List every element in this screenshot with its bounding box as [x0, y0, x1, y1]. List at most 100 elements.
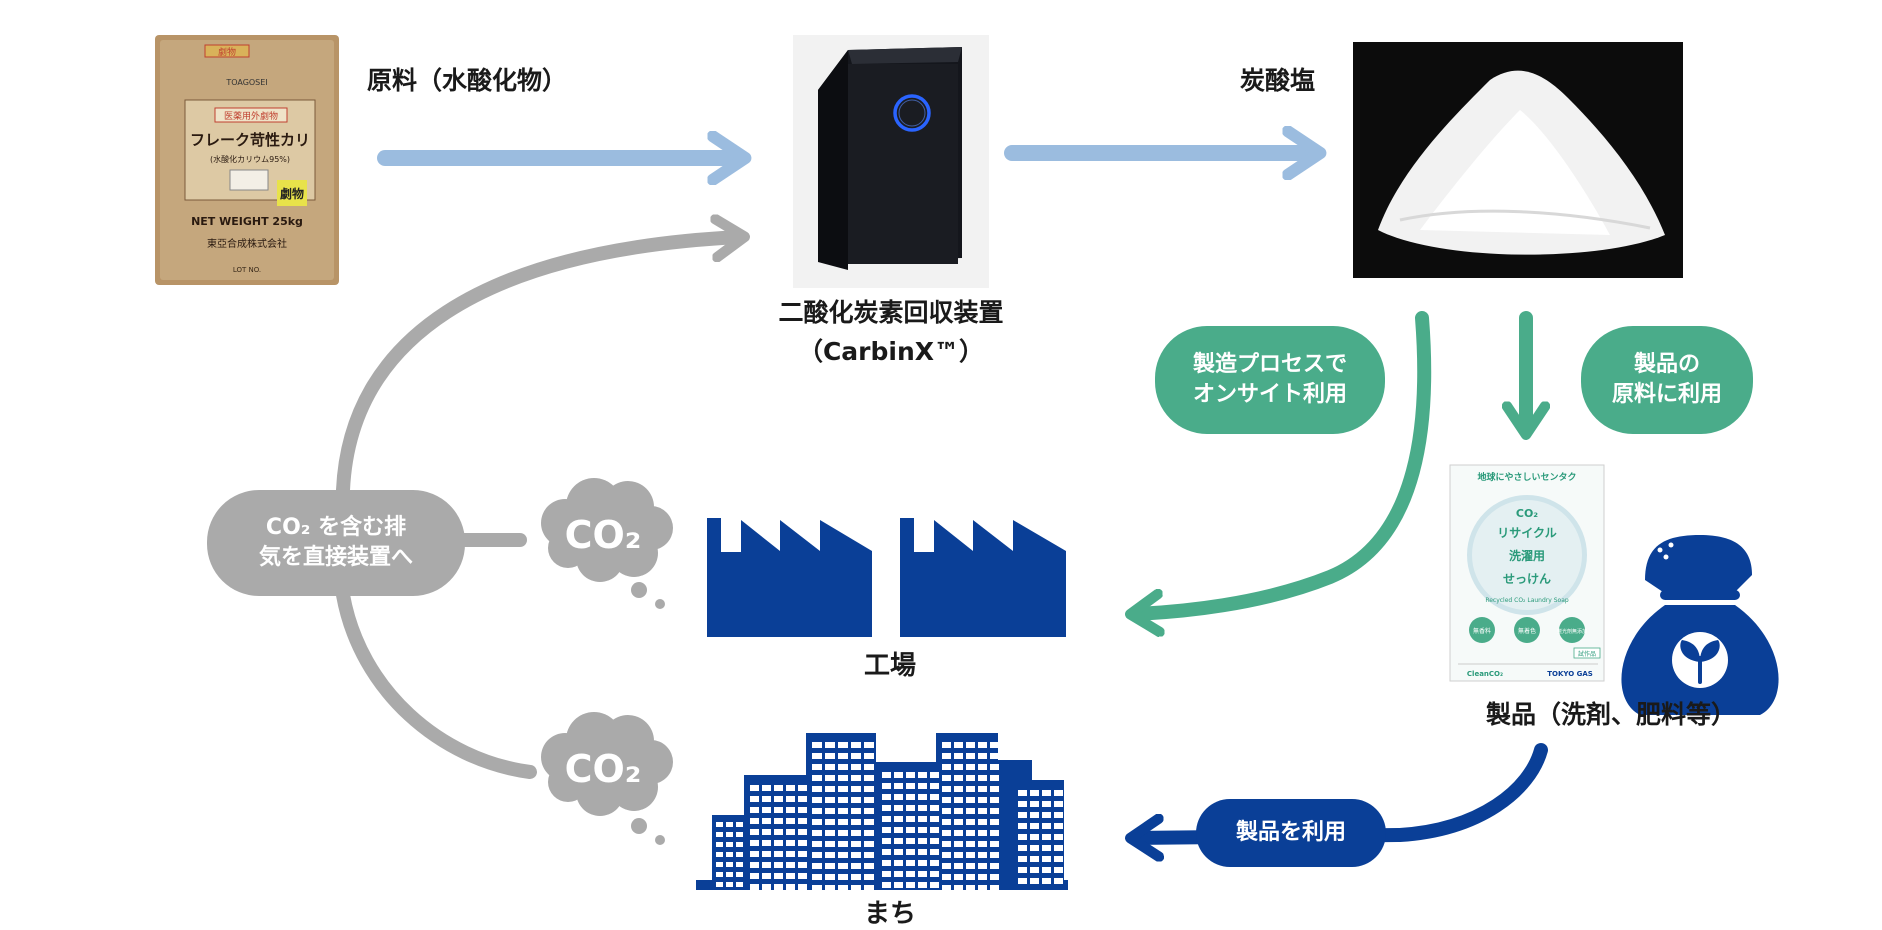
building-window: [851, 742, 861, 748]
building-window: [716, 892, 723, 897]
building-window: [750, 829, 759, 835]
building-window: [966, 830, 975, 836]
building-window: [825, 775, 835, 781]
building-window: [750, 818, 759, 824]
factory-icon: [707, 518, 1066, 637]
building-window: [1018, 834, 1027, 840]
building-window: [838, 819, 848, 825]
building-window: [838, 841, 848, 847]
building-window: [838, 742, 848, 748]
building-window: [930, 794, 939, 800]
building-window: [736, 862, 743, 867]
arrow-product-to-town: [1135, 743, 1548, 838]
building-window: [838, 852, 848, 858]
building-window: [774, 840, 783, 846]
building-window: [812, 742, 822, 748]
building-window: [906, 882, 915, 888]
building-window: [942, 874, 951, 880]
building-window: [954, 797, 963, 803]
building-window: [786, 884, 795, 890]
building-window: [930, 827, 939, 833]
building-window: [1030, 856, 1039, 862]
building-window: [774, 873, 783, 879]
building-window: [798, 829, 807, 835]
building-window: [882, 783, 891, 789]
building-window: [966, 797, 975, 803]
arrow-onsite-use: [1135, 311, 1432, 614]
building-window: [798, 851, 807, 857]
building-window: [838, 786, 848, 792]
bag-product: フレーク苛性カリ: [190, 131, 310, 149]
building-window: [942, 786, 951, 792]
building-window: [1030, 878, 1039, 884]
bag-maker: 東亞合成株式会社: [207, 237, 287, 250]
building-window: [930, 849, 939, 855]
building-window: [882, 805, 891, 811]
building-window: [825, 797, 835, 803]
building-window: [930, 772, 939, 778]
building-window: [851, 808, 861, 814]
building-window: [716, 862, 723, 867]
building-window: [812, 874, 822, 880]
building-window: [1030, 823, 1039, 829]
building-window: [838, 808, 848, 814]
building-window: [906, 860, 915, 866]
building-window: [882, 816, 891, 822]
building-window: [918, 783, 927, 789]
building-window: [750, 796, 759, 802]
building-window: [825, 764, 835, 770]
building-window: [864, 830, 874, 836]
building-window: [966, 885, 975, 891]
building-window: [838, 874, 848, 880]
device-name-label: 二酸化炭素回収装置: [778, 298, 1004, 327]
building-window: [825, 742, 835, 748]
building-window: [736, 872, 743, 877]
use-product-bubble: 製品を利用: [1196, 799, 1386, 867]
bag-subtitle: (水酸化カリウム95%): [210, 154, 290, 164]
building-window: [1054, 801, 1063, 807]
building-window: [978, 753, 987, 759]
building-window: [726, 872, 733, 877]
building-window: [918, 871, 927, 877]
building-window: [786, 785, 795, 791]
onsite-line-1: 製造プロセスで: [1192, 352, 1347, 378]
building-window: [864, 841, 874, 847]
building-window: [825, 808, 835, 814]
building-window: [762, 862, 771, 868]
building-window: [978, 742, 987, 748]
town-label: まち: [863, 899, 916, 929]
building-window: [812, 830, 822, 836]
building-window: [1018, 845, 1027, 851]
building-window: [851, 885, 861, 891]
building-window: [1030, 845, 1039, 851]
building-window: [851, 830, 861, 836]
building-window: [798, 807, 807, 813]
building-window: [774, 807, 783, 813]
building-window: [990, 819, 999, 825]
building-window: [798, 785, 807, 791]
building-window: [851, 841, 861, 847]
building-window: [825, 830, 835, 836]
building-window: [1018, 856, 1027, 862]
soap-footer-2: TOKYO GAS: [1547, 670, 1593, 678]
line-town-exhaust: [336, 588, 537, 779]
soap-badge-1: 無香料: [1473, 627, 1491, 635]
building-window: [1018, 867, 1027, 873]
building-window: [978, 874, 987, 880]
building-window: [864, 874, 874, 880]
building-window: [1054, 856, 1063, 862]
building-window: [882, 794, 891, 800]
building-window: [918, 827, 927, 833]
exhaust-line-1: CO₂ を含む排: [265, 515, 407, 541]
soap-product-box-image: 地球にやさしいセンタク CO₂ リサイクル 洗濯用 せっけん Recycled …: [1449, 464, 1605, 682]
building-window: [1042, 878, 1051, 884]
building-window: [774, 884, 783, 890]
building-window: [990, 742, 999, 748]
building-window: [851, 797, 861, 803]
building-window: [798, 818, 807, 824]
building-window: [851, 753, 861, 759]
building-window: [906, 849, 915, 855]
building-window: [716, 882, 723, 887]
building-window: [918, 849, 927, 855]
building-window: [838, 830, 848, 836]
